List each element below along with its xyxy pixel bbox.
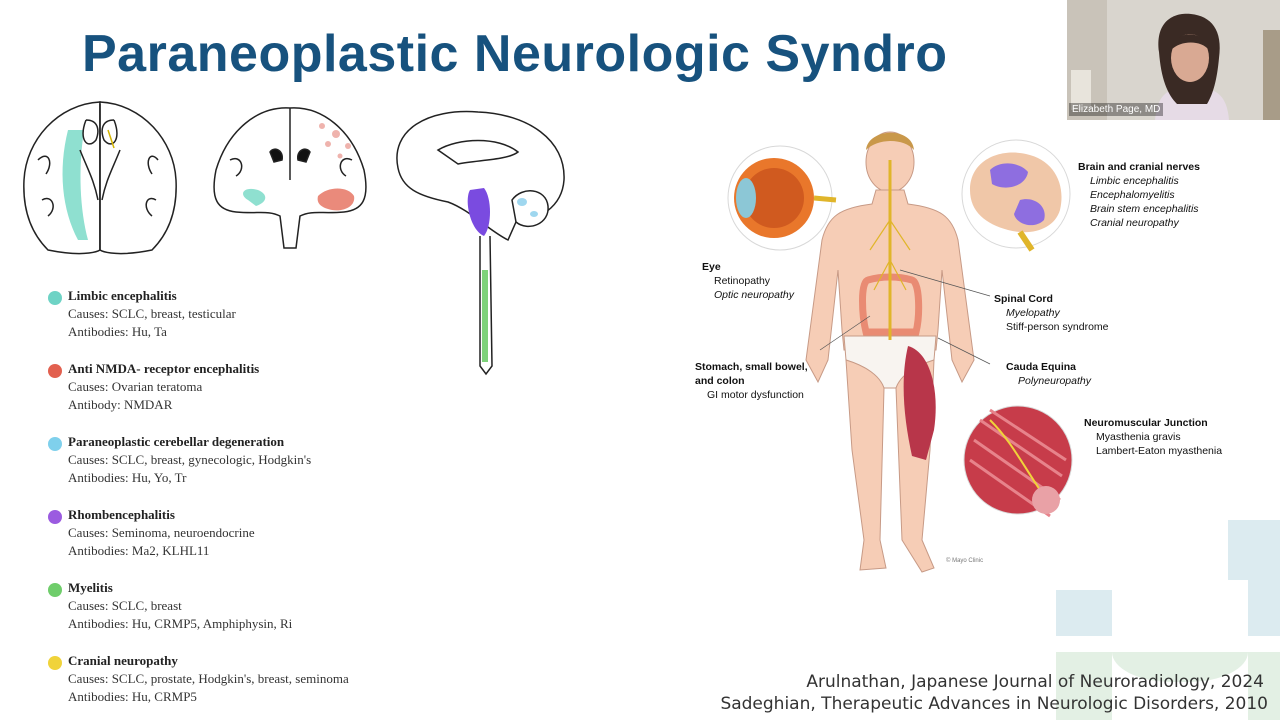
decorative-block bbox=[1248, 652, 1280, 720]
nmj-item: Myasthenia gravis bbox=[1096, 431, 1181, 443]
decorative-block bbox=[1056, 652, 1112, 720]
axial-brain-image bbox=[23, 101, 177, 255]
brain-image bbox=[961, 139, 1071, 252]
legend-antibodies: Antibody: NMDAR bbox=[68, 397, 173, 412]
legend-antibodies: Antibodies: Ma2, KLHL11 bbox=[68, 543, 210, 558]
callout-lines bbox=[819, 269, 991, 365]
spinal-item: Stiff-person syndrome bbox=[1006, 321, 1109, 333]
cauda-equina-label: Cauda Equina Polyneuropathy bbox=[1006, 360, 1091, 388]
participant-video-image bbox=[1067, 0, 1280, 120]
nmj-item: Lambert-Eaton myasthenia bbox=[1096, 445, 1223, 457]
legend-dot bbox=[48, 510, 62, 524]
citation: Sadeghian, Therapeutic Advances in Neuro… bbox=[720, 694, 1268, 714]
eye-title: Eye bbox=[702, 261, 721, 273]
legend-dot bbox=[48, 291, 62, 305]
participant-name-label: Elizabeth Page, MD bbox=[1069, 103, 1164, 116]
sagittal-brain-image bbox=[396, 110, 565, 376]
legend-antibodies: Antibodies: Hu, Ta bbox=[68, 324, 167, 339]
decorative-block bbox=[1228, 520, 1280, 580]
legend-antibodies: Antibodies: Hu, CRMP5 bbox=[68, 689, 197, 704]
syndrome-legend: Limbic encephalitis Causes: SCLC, breast… bbox=[48, 288, 508, 726]
stomach-label: Stomach, small bowel, and colon GI motor… bbox=[695, 360, 808, 402]
neuromuscular-junction-image bbox=[963, 405, 1073, 518]
eye-image bbox=[727, 145, 837, 251]
legend-causes: Causes: SCLC, breast, testicular bbox=[68, 306, 236, 321]
eye-label: Eye Retinopathy Optic neuropathy bbox=[702, 260, 794, 302]
legend-item: Myelitis Causes: SCLC, breast Antibodies… bbox=[48, 580, 508, 653]
legend-title: Anti NMDA- receptor encephalitis bbox=[68, 361, 260, 376]
stomach-title: and colon bbox=[695, 375, 745, 387]
legend-causes: Causes: SCLC, breast, gynecologic, Hodgk… bbox=[68, 452, 312, 467]
legend-antibodies: Antibodies: Hu, CRMP5, Amphiphysin, Ri bbox=[68, 616, 293, 631]
nmj-label: Neuromuscular Junction Myasthenia gravis… bbox=[1084, 416, 1222, 458]
decorative-block bbox=[1248, 580, 1280, 636]
cauda-title: Cauda Equina bbox=[1006, 361, 1077, 373]
stomach-title: Stomach, small bowel, bbox=[695, 361, 808, 373]
legend-title: Limbic encephalitis bbox=[68, 288, 177, 303]
brain-item: Cranial neuropathy bbox=[1090, 217, 1179, 229]
legend-dot bbox=[48, 583, 62, 597]
legend-causes: Causes: SCLC, prostate, Hodgkin's, breas… bbox=[68, 671, 349, 686]
legend-dot bbox=[48, 437, 62, 451]
body-figure: Eye Retinopathy Optic neuropathy Brain a… bbox=[690, 120, 1250, 590]
legend-item: Paraneoplastic cerebellar degeneration C… bbox=[48, 434, 508, 507]
legend-dot bbox=[48, 656, 62, 670]
brain-label: Brain and cranial nerves Limbic encephal… bbox=[1078, 160, 1200, 230]
eye-item: Retinopathy bbox=[714, 275, 771, 287]
eye-item: Optic neuropathy bbox=[714, 289, 794, 301]
legend-causes: Causes: SCLC, breast bbox=[68, 598, 182, 613]
legend-causes: Causes: Seminoma, neuroendocrine bbox=[68, 525, 255, 540]
decorative-block bbox=[1056, 590, 1112, 636]
legend-item: Limbic encephalitis Causes: SCLC, breast… bbox=[48, 288, 508, 361]
legend-title: Paraneoplastic cerebellar degeneration bbox=[68, 434, 285, 449]
spinal-item: Myelopathy bbox=[1006, 307, 1060, 319]
legend-item: Cranial neuropathy Causes: SCLC, prostat… bbox=[48, 653, 508, 726]
legend-causes: Causes: Ovarian teratoma bbox=[68, 379, 203, 394]
human-body-image bbox=[805, 131, 975, 573]
coronal-brain-image bbox=[213, 107, 367, 249]
brain-title: Brain and cranial nerves bbox=[1078, 161, 1200, 173]
stomach-item: GI motor dysfunction bbox=[707, 389, 804, 401]
legend-item: Anti NMDA- receptor encephalitis Causes:… bbox=[48, 361, 508, 434]
brain-item: Limbic encephalitis bbox=[1090, 175, 1179, 187]
legend-antibodies: Antibodies: Hu, Yo, Tr bbox=[68, 470, 187, 485]
brain-item: Brain stem encephalitis bbox=[1090, 203, 1199, 215]
legend-dot bbox=[48, 364, 62, 378]
cauda-item: Polyneuropathy bbox=[1018, 375, 1091, 387]
legend-title: Cranial neuropathy bbox=[68, 653, 178, 668]
spinal-cord-label: Spinal Cord Myelopathy Stiff-person synd… bbox=[994, 292, 1109, 334]
legend-title: Myelitis bbox=[68, 580, 113, 595]
participant-video-tile[interactable]: Elizabeth Page, MD bbox=[1067, 0, 1280, 120]
legend-title: Rhombencephalitis bbox=[68, 507, 175, 522]
brain-illustrations bbox=[18, 90, 578, 380]
nmj-title: Neuromuscular Junction bbox=[1084, 417, 1208, 429]
legend-item: Rhombencephalitis Causes: Seminoma, neur… bbox=[48, 507, 508, 580]
slide-title: Paraneoplastic Neurologic Syndro bbox=[82, 25, 948, 83]
spinal-title: Spinal Cord bbox=[994, 293, 1053, 305]
citation: Arulnathan, Japanese Journal of Neurorad… bbox=[806, 672, 1264, 692]
brain-item: Encephalomyelitis bbox=[1090, 189, 1175, 201]
image-credit: © Mayo Clinic bbox=[946, 558, 984, 564]
